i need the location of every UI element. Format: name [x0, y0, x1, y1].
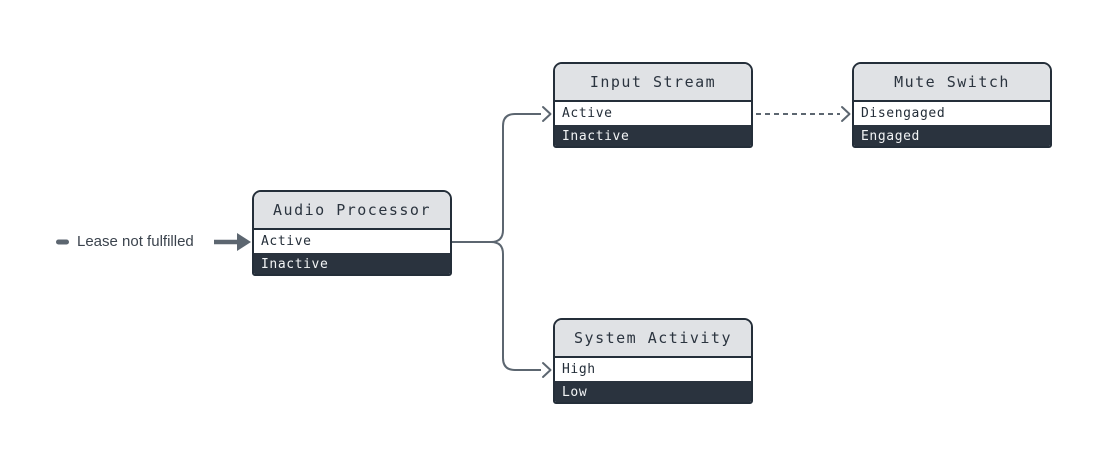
- arrowhead-icon: [542, 362, 552, 378]
- connector-audio-to-input: [452, 106, 552, 243]
- legend-label: Lease not fulfilled: [77, 233, 194, 250]
- state-row-disengaged[interactable]: Disengaged: [854, 102, 1050, 125]
- node-title: System Activity: [555, 320, 751, 358]
- arrowhead-icon: [542, 106, 552, 122]
- state-row-inactive[interactable]: Inactive: [254, 253, 450, 274]
- arrow-right-icon: [214, 233, 251, 251]
- node-system-activity[interactable]: System Activity High Low: [553, 318, 753, 404]
- connector-input-to-mute: [756, 106, 851, 122]
- arrowhead-icon: [841, 106, 851, 122]
- state-row-active[interactable]: Active: [254, 230, 450, 253]
- node-audio-processor[interactable]: Audio Processor Active Inactive: [252, 190, 452, 276]
- state-row-high[interactable]: High: [555, 358, 751, 381]
- state-row-inactive[interactable]: Inactive: [555, 125, 751, 146]
- connector-audio-to-system: [452, 241, 552, 378]
- state-row-low[interactable]: Low: [555, 381, 751, 402]
- node-title: Input Stream: [555, 64, 751, 102]
- node-title: Mute Switch: [854, 64, 1050, 102]
- dash-icon: [56, 239, 69, 245]
- node-title: Audio Processor: [254, 192, 450, 230]
- node-mute-switch[interactable]: Mute Switch Disengaged Engaged: [852, 62, 1052, 148]
- state-row-active[interactable]: Active: [555, 102, 751, 125]
- state-row-engaged[interactable]: Engaged: [854, 125, 1050, 146]
- node-input-stream[interactable]: Input Stream Active Inactive: [553, 62, 753, 148]
